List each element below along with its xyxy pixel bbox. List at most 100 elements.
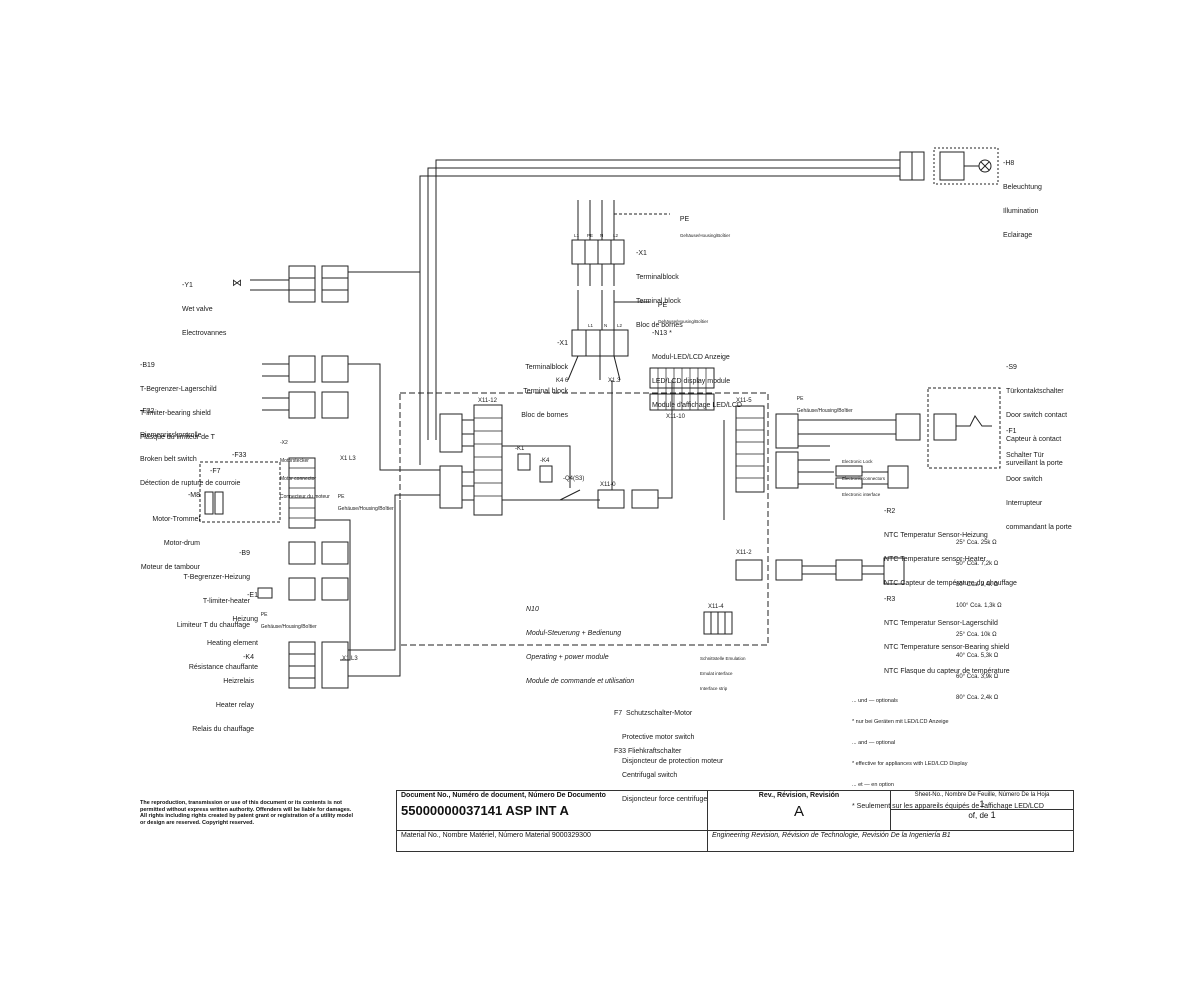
e1-label: -E1 Heizung Heating element Résistance c… — [140, 576, 258, 680]
b9-ref: -B9 — [239, 550, 250, 557]
x1-top-line-3: Bloc de bornes — [636, 322, 683, 329]
e1-line-2: Heating element — [207, 640, 258, 647]
x1-top-pin-3: N — [600, 233, 604, 238]
interface-line-3: Interface strip — [700, 686, 728, 691]
x1-top-ref: -X1 — [636, 250, 647, 257]
b19-line-3: Flasque du limiteur de T — [140, 434, 215, 441]
s9-ref: -S9 — [1006, 364, 1017, 371]
s9-line-3: Capteur à contact — [1006, 436, 1062, 443]
sheet-header: Sheet-No., Nombre De Feuille, Número De … — [914, 792, 1050, 798]
pe-mid-sub: Gehäuse/Housing/Boîtier — [657, 319, 709, 324]
pe-x2-label: PE Gehäuse/Housing/Boîtier — [335, 488, 394, 512]
x2-line-3: Connecteur du moteur — [280, 494, 330, 500]
r2-line-1: NTC Temperatur Sensor-Heizung — [884, 532, 988, 539]
pe-e1-ref: PE — [260, 612, 268, 618]
x1-top-pin-4: L2 — [613, 233, 619, 238]
x1-mid-pin-2: N — [604, 323, 608, 328]
door-wires-line-3: Electronic interface — [842, 492, 881, 497]
pe-top-ref: PE — [679, 216, 690, 223]
door-wires-line-1: Electronic Lock — [842, 459, 873, 464]
s9-label: -S9 Türkontaktschalter Door switch conta… — [1006, 348, 1067, 476]
of-value: 1 — [990, 810, 996, 820]
legend-f33-line-1: F33 Fliehkraftschalter — [614, 748, 682, 755]
n13-label: -N13 * Modul-LED/LCD Anzeige LED/LCD dis… — [652, 314, 742, 418]
legend-f7-line-1: F7 Schutzschalter-Motor — [614, 710, 693, 717]
y1-line-1: Wet valve — [182, 306, 213, 313]
m8-line-3: Moteur de tambour — [140, 564, 200, 571]
m8-ref: -M8 — [187, 492, 200, 499]
r3-value-1: 25° Cca. 10k Ω — [956, 632, 997, 638]
f1-label: -F1 Schalter Tür Door switch Interrupteu… — [1006, 412, 1072, 540]
r3-values: 25° Cca. 10k Ω 40° Cca. 5,3k Ω 60° Cca. … — [956, 618, 998, 709]
b19-label: -B19 T-Begrenzer-Lagerschild T-limiter-b… — [140, 346, 217, 450]
x2-label: -X2 Motorstecker Motor connector Connect… — [280, 428, 330, 506]
pe-right-label: PE Gehäuse/Housing/Boîtier — [794, 390, 853, 414]
r3-line-2: NTC Temperature sensor-Bearing shield — [884, 644, 1010, 651]
h8-line-3: Eclairage — [1003, 232, 1033, 239]
y1-label: -Y1 Wet valve Electrovannes — [182, 266, 226, 346]
x2-line-1: Motorstecker — [280, 458, 309, 464]
x1-l3-label-a: X1 L3 — [340, 456, 356, 462]
m8-line-1: Motor-Trommel — [152, 516, 200, 523]
title-block: Document No., Numéro de document, Número… — [396, 790, 1074, 852]
x13-wire-label: X1.3 — [608, 378, 621, 384]
n10-line-3: Module de commande et utilisation — [526, 678, 635, 685]
f32-label: -F32 Riemenrisskontrolle Broken belt swi… — [140, 392, 240, 496]
x2-ref: -X2 — [280, 440, 288, 446]
doc-cell: Document No., Numéro de document, Número… — [396, 790, 708, 831]
n10-line-1: Modul-Steuerung + Bedienung — [526, 630, 622, 637]
r2-line-3: NTC Capteur de température du chauffage — [884, 580, 1017, 587]
x1-l3-label-b: X1 L3 — [342, 656, 358, 662]
f32-line-2: Broken belt switch — [140, 456, 197, 463]
r2-value-2: 50° Cca. 7,2k Ω — [956, 561, 999, 567]
x1-mid-line-1: Terminalblock — [525, 364, 568, 371]
interface-label: Schnittstelle Emulation Emulat interface… — [700, 646, 746, 696]
x1-mid-label: -X1 Terminalblock Terminal block Bloc de… — [496, 324, 568, 428]
r3-line-1: NTC Temperatur Sensor-Lagerschild — [884, 620, 998, 627]
b9-line-1: T-Begrenzer-Heizung — [183, 574, 250, 581]
door-wires-label: Electronic Lock Electronic connectors El… — [842, 448, 885, 503]
x11-10-label: X11-10 — [666, 414, 685, 420]
e1-line-3: Résistance chauffante — [188, 664, 258, 671]
b19-line-2: T-limiter-bearing shield — [140, 410, 211, 417]
x1-mid-line-2: Terminal block — [523, 388, 568, 395]
k4-line-1: Heizrelais — [223, 678, 254, 685]
f1-ref: -F1 — [1006, 428, 1017, 435]
x1-top-pin-1: L1 — [574, 233, 580, 238]
engineering-cell: Engineering Revision, Révision de Techno… — [707, 830, 1074, 852]
h8-ref: -H8 — [1003, 160, 1015, 167]
of-label: of, de — [968, 811, 989, 820]
b19-line-1: T-Begrenzer-Lagerschild — [140, 386, 217, 393]
x11-4-label: X11-4 — [708, 604, 724, 610]
x11-2-label: X11-2 — [736, 550, 752, 556]
sheet-value: 1 — [979, 799, 985, 809]
x1-top-line-2: Terminal block — [636, 298, 681, 305]
x11-0-label: X11-0 — [600, 482, 616, 488]
r3-label: -R3 NTC Temperatur Sensor-Lagerschild NT… — [884, 580, 1010, 684]
valve-icon: ⋈ — [232, 278, 242, 289]
n10-label: N10 Modul-Steuerung + Bedienung Operatin… — [526, 590, 634, 694]
r3-line-3: NTC Flasque du capteur de température — [884, 668, 1010, 675]
h8-line-2: Illumination — [1003, 208, 1039, 215]
k4-line-2: Heater relay — [215, 702, 254, 709]
k4-relay-label: -K4 — [540, 458, 550, 464]
h8-line-1: Beleuchtung — [1003, 184, 1042, 191]
r3-value-2: 40° Cca. 5,3k Ω — [956, 653, 999, 659]
f1-line-1: Schalter Tür — [1006, 452, 1044, 459]
s9-line-4: surveillant la porte — [1006, 460, 1063, 467]
k4-label: -K4 Heizrelais Heater relay Relais du ch… — [150, 638, 254, 742]
r2-value-4: 100° Cca. 1,3k Ω — [956, 603, 1002, 609]
legend-f7: F7 Schutzschalter-Motor Protective motor… — [614, 694, 723, 774]
f1-line-4: commandant la porte — [1006, 524, 1072, 531]
h8-label: -H8 Beleuchtung Illumination Eclairage — [1003, 144, 1042, 248]
f1-line-2: Door switch — [1006, 476, 1043, 483]
q4-label: -Q4(S3) — [563, 476, 585, 482]
b9-label: -B9 T-Begrenzer-Heizung T-limiter-heater… — [140, 534, 250, 638]
x1-mid-line-3: Bloc de bornes — [521, 412, 568, 419]
n13-line-1: Modul-LED/LCD Anzeige — [652, 354, 730, 361]
r2-value-1: 25° Cca. 25k Ω — [956, 540, 997, 546]
pe-mid-ref: PE — [657, 302, 668, 309]
legend-note-3: ... and — optional — [852, 740, 896, 746]
m8-label: -M8 Motor-Trommel Motor-drum Moteur de t… — [110, 476, 200, 580]
m8-line-2: Motor-drum — [163, 540, 200, 547]
